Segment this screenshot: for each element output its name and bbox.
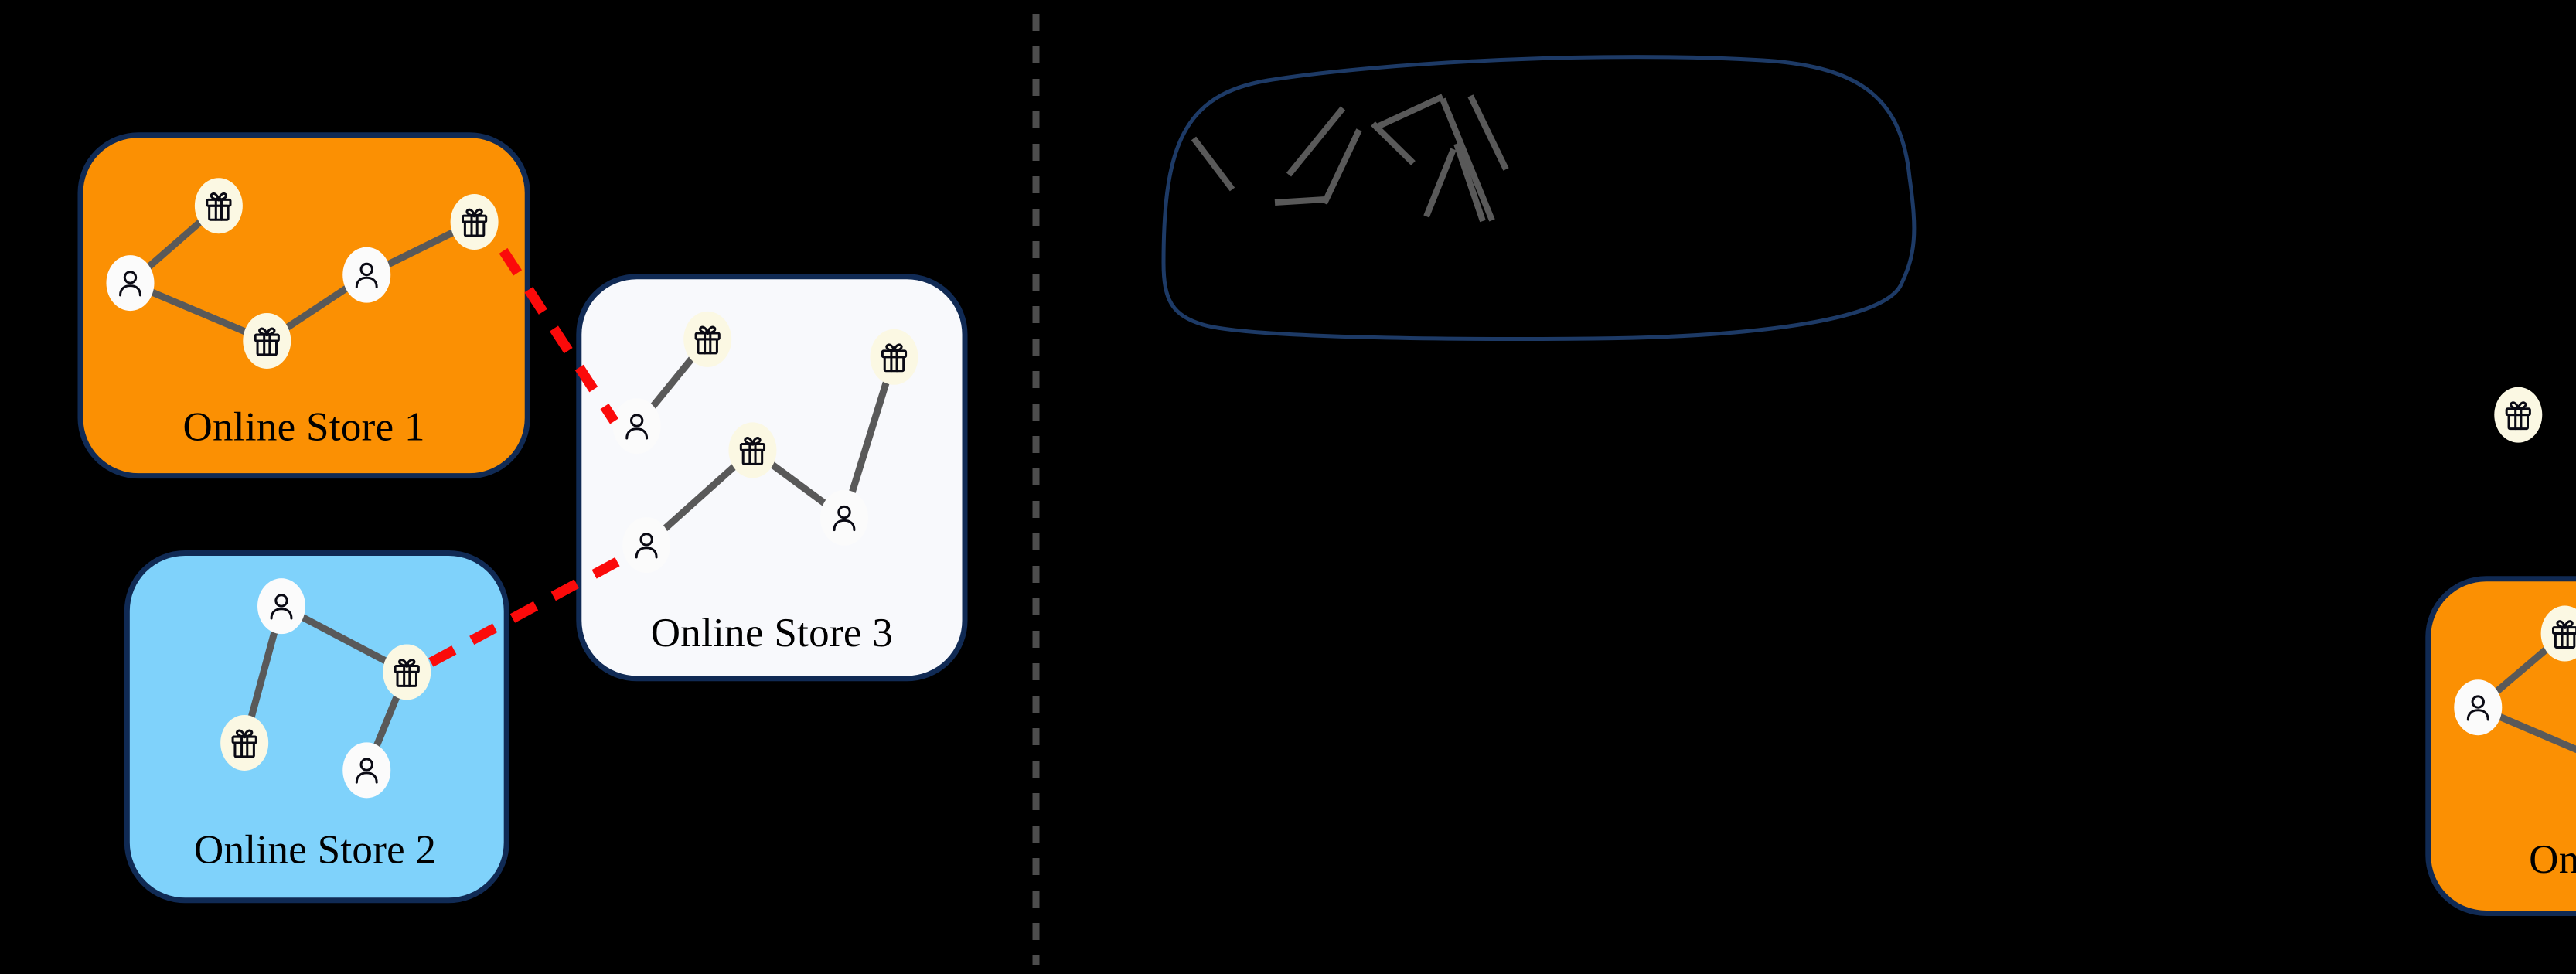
person-node — [342, 247, 391, 303]
person-node — [342, 742, 391, 799]
gift-node — [728, 422, 777, 478]
store-label: Online Store 1 — [182, 405, 424, 450]
gift-node — [870, 329, 918, 385]
store-label: Online Store 1 — [2529, 837, 2576, 882]
store-nodes — [2454, 605, 2576, 736]
catalog-edge — [1467, 94, 1509, 171]
graph-edge — [840, 356, 898, 519]
gift-node — [2540, 605, 2576, 662]
gift-node — [683, 311, 732, 367]
person-node — [612, 398, 661, 455]
store-card-background[interactable] — [77, 132, 530, 479]
graph-edge — [2476, 704, 2576, 754]
person-node — [106, 255, 155, 312]
catalog-edge — [1440, 97, 1495, 222]
catalog-edges — [1191, 94, 1509, 223]
person-node — [2454, 679, 2503, 736]
catalog-edge — [1453, 142, 1486, 223]
person-node — [257, 578, 305, 635]
store-nodes — [106, 178, 499, 369]
store-card-online-store-3[interactable]: Online Store 3 — [576, 274, 968, 682]
cross-link-store2-store3[interactable] — [428, 550, 633, 667]
gift-node — [383, 644, 431, 700]
store-label: Online Store 2 — [194, 828, 436, 873]
store-card-background[interactable] — [124, 550, 509, 904]
catalog-edge — [1321, 128, 1362, 205]
catalog-nodes — [2494, 387, 2543, 443]
catalog-edge — [1191, 136, 1235, 192]
store-card-online-store-2[interactable]: Online Store 2 — [124, 550, 509, 904]
gift-node — [194, 178, 243, 234]
cross-link-store1-store3[interactable] — [499, 247, 619, 424]
catalog-edge — [1286, 106, 1346, 177]
store-card-online-store-1[interactable]: Online Store 1 — [2425, 576, 2576, 916]
left-cross-links — [428, 247, 633, 667]
gift-node — [243, 312, 291, 369]
gift-node — [450, 194, 499, 250]
catalog-edge — [1372, 94, 1444, 131]
person-node — [820, 489, 868, 546]
store-card-background[interactable] — [2425, 576, 2576, 916]
catalog-edge — [1371, 121, 1416, 165]
store-card-online-store-1[interactable]: Online Store 1 — [77, 132, 530, 479]
catalog-edge — [1274, 196, 1326, 206]
catalog-edge — [1423, 148, 1457, 218]
store-nodes — [220, 578, 431, 799]
store-label: Online Store 3 — [651, 611, 893, 656]
federated-catalog-region — [1161, 55, 1917, 341]
gift-node — [220, 714, 269, 771]
store-nodes — [612, 311, 918, 574]
graph-edge — [128, 279, 269, 345]
person-node — [622, 517, 671, 574]
gift-node — [2494, 387, 2543, 443]
isolated-stores-panel: Online Store 1 Online Store 2 Online Store… — [77, 132, 968, 904]
